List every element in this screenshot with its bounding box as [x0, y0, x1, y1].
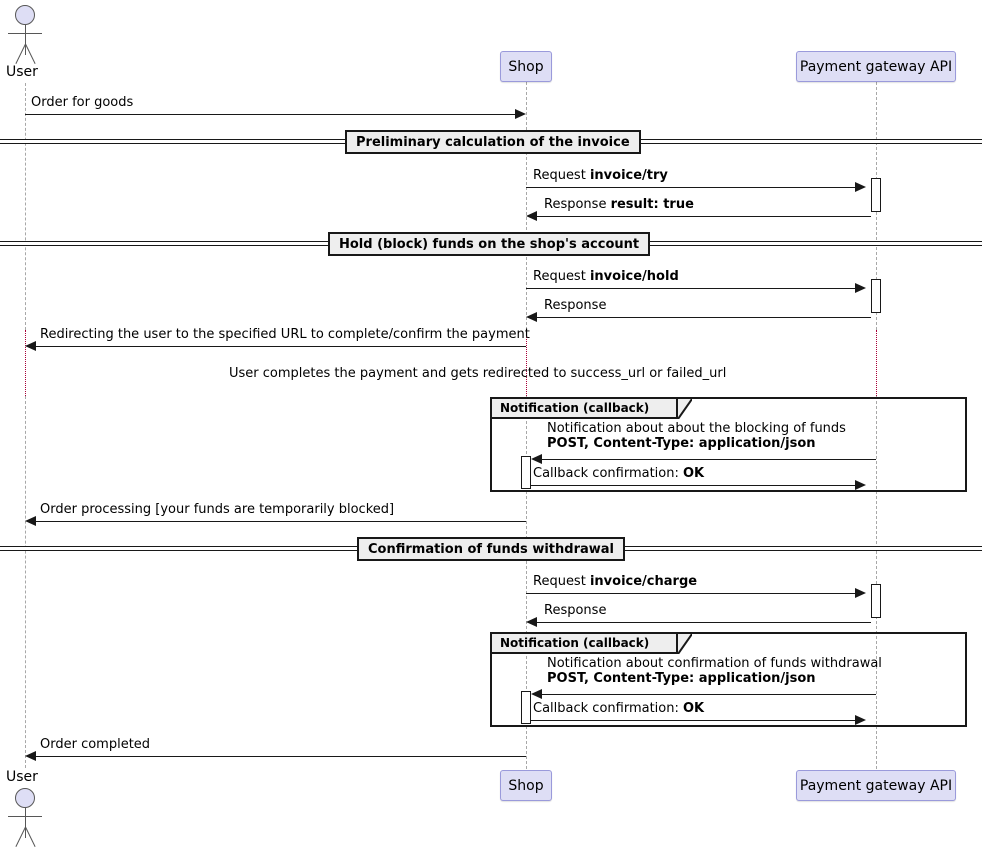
divider-confirmation: Confirmation of funds withdrawal: [357, 537, 625, 561]
participant-shop-top[interactable]: Shop: [500, 51, 552, 82]
lifeline-shop-upper: [526, 82, 527, 330]
lifeline-shop-lower: [526, 396, 527, 769]
activation-bar-shop-callback-2: [521, 691, 531, 724]
divider-label: Preliminary calculation of the invoice: [356, 134, 630, 150]
divider-hold: Hold (block) funds on the shop's account: [328, 232, 651, 256]
message-arrowhead-request-invoice-charge: [855, 588, 866, 598]
message-line-request-invoice-charge: [526, 593, 860, 594]
message-line-notify-blocking: [536, 459, 876, 460]
message-line-callback-confirmation-2: [531, 720, 860, 721]
message-label-notify-withdrawal: Notification about confirmation of funds…: [547, 656, 882, 686]
message-line-notify-withdrawal: [536, 694, 876, 695]
message-arrowhead-callback-confirmation-2: [855, 715, 866, 725]
message-label-notify-blocking: Notification about about the blocking of…: [547, 421, 846, 451]
message-line-order-for-goods: [25, 114, 521, 115]
message-arrowhead-response-hold: [526, 312, 537, 322]
group-tab-label: Notification (callback): [500, 636, 650, 650]
divider-preliminary: Preliminary calculation of the invoice: [345, 130, 641, 154]
lifeline-gateway-lower: [876, 396, 877, 769]
message-line-order-processing: [30, 521, 526, 522]
lifeline-gateway-delay: [876, 330, 877, 396]
group-tab-label: Notification (callback): [500, 401, 650, 415]
note-user-completes-payment: User completes the payment and gets redi…: [229, 366, 727, 381]
divider-label: Confirmation of funds withdrawal: [368, 541, 614, 557]
group-tab-notification-2: Notification (callback): [492, 634, 678, 654]
actor-torso: [25, 808, 26, 838]
group-notification-callback-1: [490, 397, 967, 492]
message-label-callback-confirmation-2: Callback confirmation: OK: [533, 701, 705, 716]
participant-label: Shop: [508, 58, 544, 75]
message-line-request-invoice-try: [526, 187, 860, 188]
message-label-request-invoice-hold: Request invoice/hold: [533, 269, 679, 284]
actor-torso: [25, 25, 26, 55]
group-tab-notification-1: Notification (callback): [492, 399, 678, 419]
message-label-order-for-goods: Order for goods: [31, 95, 134, 110]
message-label-response-hold: Response: [544, 298, 607, 313]
lifeline-user-upper: [25, 83, 26, 330]
message-arrowhead-request-invoice-hold: [855, 283, 866, 293]
participant-label: Payment gateway API: [799, 777, 953, 794]
actor-leg-right: [25, 826, 36, 847]
message-arrowhead-order-processing: [25, 516, 36, 526]
message-label-request-invoice-charge: Request invoice/charge: [533, 574, 698, 589]
participant-shop-bottom[interactable]: Shop: [500, 770, 552, 801]
message-label-callback-confirmation-1: Callback confirmation: OK: [533, 466, 705, 481]
message-arrowhead-request-invoice-try: [855, 182, 866, 192]
message-line-order-completed: [30, 756, 526, 757]
actor-head-icon: [15, 788, 35, 808]
message-line-callback-confirmation-1: [531, 485, 860, 486]
message-arrowhead-response-charge: [526, 617, 537, 627]
message-arrowhead-callback-confirmation-1: [855, 480, 866, 490]
message-arrowhead-response-result-true: [526, 211, 537, 221]
actor-label-user-top: User: [6, 64, 38, 80]
actor-label-user-bottom: User: [6, 769, 38, 785]
participant-label: Shop: [508, 777, 544, 794]
message-label-request-invoice-try: Request invoice/try: [533, 168, 668, 183]
message-line-response-hold: [531, 317, 871, 318]
actor-arms: [8, 816, 42, 817]
group-tab-corner-2: [678, 634, 692, 654]
message-line-response-charge: [531, 622, 871, 623]
divider-label: Hold (block) funds on the shop's account: [339, 236, 640, 252]
actor-arms: [8, 33, 42, 34]
message-arrowhead-order-completed: [25, 751, 36, 761]
message-line-redirect-user: [30, 346, 526, 347]
participant-gateway-top[interactable]: Payment gateway API: [796, 51, 956, 82]
message-arrowhead-notify-withdrawal: [531, 689, 542, 699]
message-arrowhead-redirect-user: [25, 341, 36, 351]
activation-bar-gateway-charge: [871, 584, 881, 618]
lifeline-user-lower: [25, 396, 26, 768]
activation-bar-gateway-try: [871, 178, 881, 212]
lifeline-shop-delay: [526, 330, 527, 396]
message-label-response-charge: Response: [544, 603, 607, 618]
message-label-order-processing: Order processing [your funds are tempora…: [40, 502, 395, 517]
message-arrowhead-order-for-goods: [515, 109, 526, 119]
message-label-order-completed: Order completed: [40, 737, 151, 752]
message-label-response-result-true: Response result: true: [544, 197, 694, 212]
message-arrowhead-notify-blocking: [531, 454, 542, 464]
group-tab-corner-1: [678, 399, 692, 419]
message-line-response-result-true: [531, 216, 871, 217]
message-label-redirect-user: Redirecting the user to the specified UR…: [40, 327, 530, 342]
activation-bar-gateway-hold: [871, 279, 881, 313]
actor-head-icon: [15, 5, 35, 25]
group-notification-callback-2: [490, 632, 967, 727]
participant-label: Payment gateway API: [799, 58, 953, 75]
actor-leg-right: [25, 43, 36, 64]
participant-gateway-bottom[interactable]: Payment gateway API: [796, 770, 956, 801]
activation-bar-shop-callback-1: [521, 456, 531, 489]
message-line-request-invoice-hold: [526, 288, 860, 289]
lifeline-user-delay: [25, 330, 26, 396]
